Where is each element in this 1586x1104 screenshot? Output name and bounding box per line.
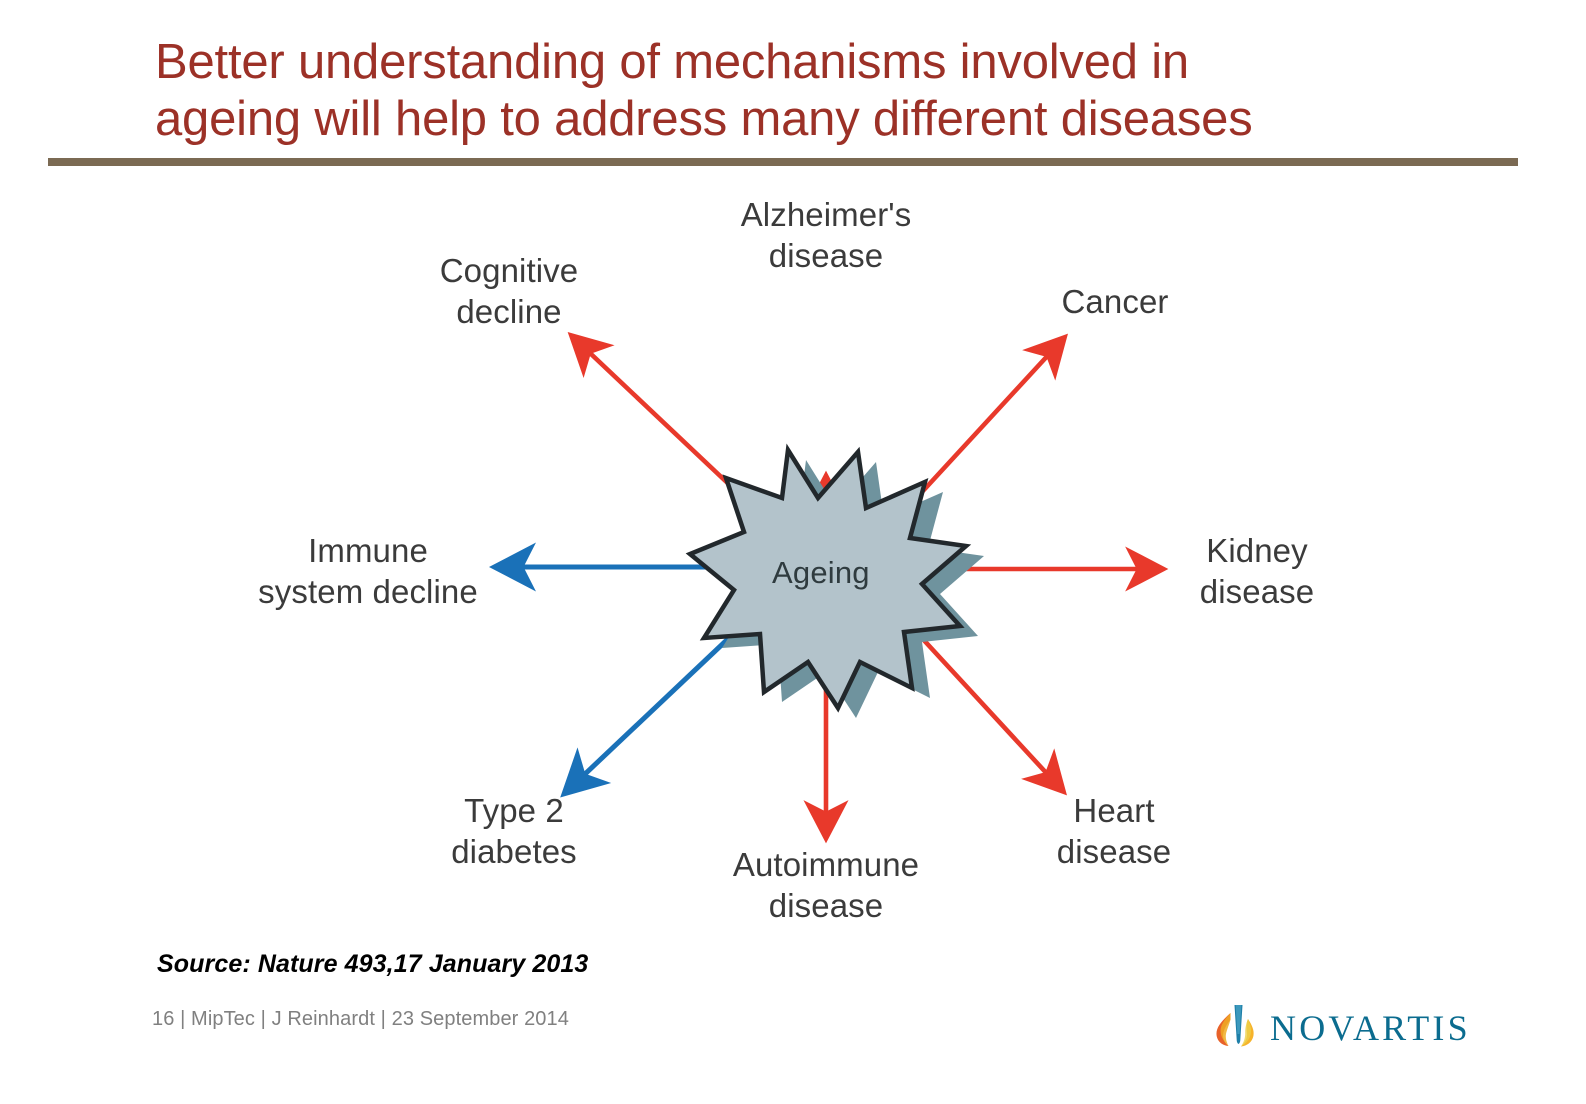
ageing-starburst bbox=[685, 443, 984, 718]
arrow-cancer bbox=[920, 333, 1068, 494]
novartis-flame-icon bbox=[1216, 1005, 1254, 1047]
center-node-label: Ageing bbox=[772, 555, 870, 590]
arrow-cognitive-decline bbox=[567, 331, 737, 492]
node-label-alzheimers-disease: Alzheimer's disease bbox=[740, 196, 912, 274]
node-label-kidney-disease: Kidney disease bbox=[1199, 532, 1315, 610]
novartis-wordmark: NOVARTIS bbox=[1270, 1008, 1471, 1048]
title-divider bbox=[48, 158, 1518, 166]
novartis-logo: NOVARTIS bbox=[1208, 1000, 1468, 1052]
node-label-type-2-diabetes: Type 2 diabetes bbox=[451, 792, 577, 870]
node-label-cancer: Cancer bbox=[1061, 283, 1169, 320]
slide-footer-meta: 16 | MipTec | J Reinhardt | 23 September… bbox=[152, 1008, 569, 1030]
node-label-immune-system-decline: Immune system decline bbox=[258, 532, 478, 610]
ageing-diseases-diagram: Ageing Alzheimer's disease Cognitive dec… bbox=[0, 170, 1586, 930]
arrow-type-2-diabetes bbox=[560, 635, 732, 798]
arrow-heart-disease bbox=[918, 634, 1067, 796]
node-label-autoimmune-disease: Autoimmune disease bbox=[732, 846, 920, 924]
node-label-heart-disease: Heart disease bbox=[1056, 792, 1172, 870]
diagram-canvas bbox=[488, 331, 1169, 844]
source-citation: Source: Nature 493,17 January 2013 bbox=[157, 950, 589, 978]
node-label-cognitive-decline: Cognitive decline bbox=[439, 252, 579, 330]
page-title: Better understanding of mechanisms invol… bbox=[155, 35, 1253, 146]
